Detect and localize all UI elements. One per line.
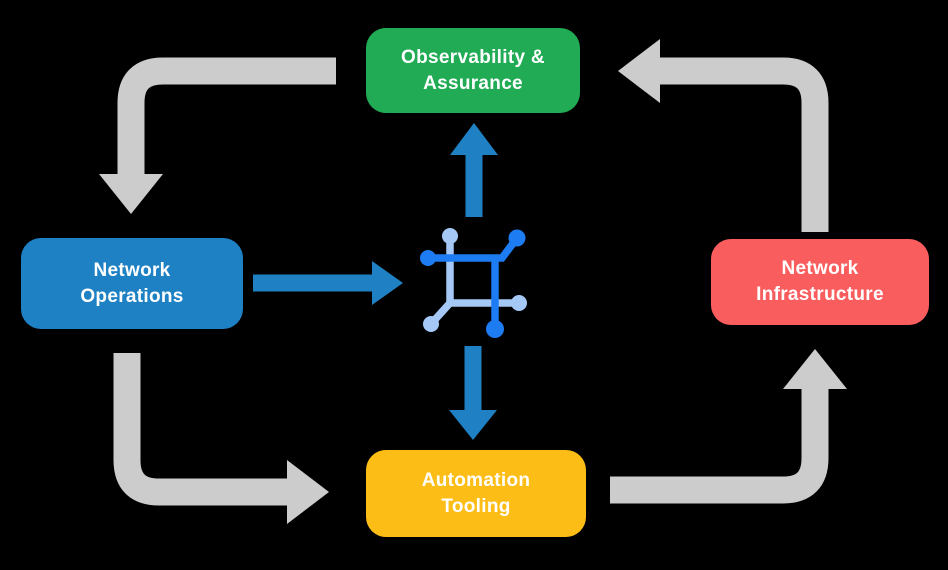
node-infrastructure: Network Infrastructure — [711, 239, 929, 325]
node-observability: Observability & Assurance — [366, 28, 580, 113]
flow-arrow-operations-to-icon — [253, 261, 403, 305]
network-fabric-icon — [420, 228, 527, 338]
node-operations-label-line2: Operations — [80, 285, 184, 307]
node-operations: Network Operations — [21, 238, 243, 329]
cycle-arrow-observability-to-operations — [99, 57, 336, 214]
node-observability-label-line1: Observability & — [401, 46, 545, 68]
flow-arrow-icon-to-observability — [450, 123, 498, 217]
node-operations-label-line1: Network — [93, 259, 171, 281]
cycle-arrow-automation-to-infrastructure — [610, 349, 847, 504]
node-infrastructure-label-line2: Infrastructure — [756, 284, 884, 305]
flow-arrow-icon-to-automation — [449, 346, 497, 440]
node-automation-label-line1: Automation — [421, 469, 531, 491]
node-automation: Automation Tooling — [366, 450, 586, 537]
network-fabric-icon-dark-part — [420, 229, 526, 338]
node-infrastructure-label-line1: Network — [781, 258, 859, 279]
node-automation-label-line2: Tooling — [441, 495, 511, 517]
cycle-arrow-infrastructure-to-observability — [618, 39, 829, 232]
node-observability-label-line2: Assurance — [423, 72, 523, 94]
cycle-arrow-operations-to-automation — [113, 353, 329, 524]
